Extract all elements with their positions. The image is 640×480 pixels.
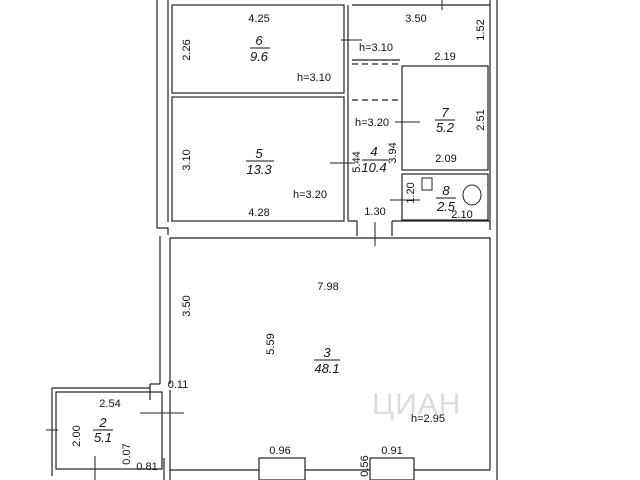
dim-7-98: 7.98 — [317, 281, 338, 293]
dim-5-59: 5.59 — [265, 333, 277, 354]
dim-3-50: 3.50 — [405, 13, 426, 25]
dim-2-54: 2.54 — [99, 398, 120, 410]
dim-2-10: 2.10 — [451, 209, 472, 221]
room-5-outline — [171, 96, 345, 222]
dim-2-19: 2.19 — [434, 51, 455, 63]
room-8-number: 8 — [442, 183, 450, 198]
room-6-area: 9.6 — [250, 49, 269, 64]
room-8-outline — [401, 173, 489, 221]
dim-0-11: 0.11 — [168, 379, 189, 391]
dim-2-00: 2.00 — [71, 425, 83, 446]
dashed-lines — [352, 63, 398, 101]
dim-5-44: 5.44 — [351, 151, 363, 172]
height-room-6: h=3.10 — [297, 72, 331, 84]
walls — [51, 0, 498, 480]
room-6-number: 6 — [255, 33, 263, 48]
room-3-number: 3 — [323, 345, 331, 360]
window-2 — [369, 457, 415, 480]
dim-3-50-left: 3.50 — [181, 295, 193, 316]
height-hall-top: h=3.10 — [359, 42, 393, 54]
dim-4-25: 4.25 — [248, 13, 269, 25]
dim-0-91: 0.91 — [381, 445, 402, 457]
room-7-area: 5.2 — [436, 120, 455, 135]
dimension-labels: 4.25 3.50 1.52 2.26 h=3.10 h=3.10 2.19 2… — [71, 13, 487, 477]
height-room-5: h=3.20 — [293, 189, 327, 201]
room-7-outline — [401, 65, 489, 171]
dim-1-52: 1.52 — [475, 19, 487, 40]
room-8-area: 2.5 — [436, 199, 456, 214]
room-labels: 6 9.6 5 13.3 4 10.4 7 5.2 8 2.5 3 48.1 2… — [93, 33, 456, 445]
dim-2-51: 2.51 — [475, 109, 487, 130]
door-lines — [46, 0, 443, 480]
door-jamb-l — [348, 220, 358, 236]
dim-3-10: 3.10 — [181, 149, 193, 170]
room-3-area: 48.1 — [314, 361, 339, 376]
room-2-number: 2 — [98, 415, 107, 430]
dim-1-30: 1.30 — [364, 206, 385, 218]
room-5-number: 5 — [255, 146, 263, 161]
dim-1-20: 1.20 — [405, 182, 417, 203]
room-2-area: 5.1 — [94, 430, 112, 445]
dim-2-09: 2.09 — [435, 153, 456, 165]
dim-0-07: 0.07 — [121, 443, 133, 464]
room-5-area: 13.3 — [246, 162, 272, 177]
dim-0-96: 0.96 — [269, 445, 290, 457]
dim-0-81: 0.81 — [136, 461, 157, 473]
room-3-top-right — [170, 237, 491, 470]
room-4-area: 10.4 — [361, 160, 386, 175]
dim-4-28: 4.28 — [248, 207, 269, 219]
height-room-3: h=2.95 — [411, 413, 445, 425]
room-7-number: 7 — [441, 105, 449, 120]
dim-0-56: 0.56 — [359, 455, 371, 476]
window-1 — [258, 457, 306, 480]
toilet-icon — [421, 177, 482, 206]
dim-3-94: 3.94 — [387, 142, 399, 163]
height-room-4: h=3.20 — [355, 117, 389, 129]
room-6-outline — [171, 4, 345, 94]
dim-2-26: 2.26 — [181, 39, 193, 60]
room-4-number: 4 — [370, 144, 377, 159]
wall-left-top — [156, 0, 169, 235]
watermark: ЦИАН — [372, 388, 461, 421]
